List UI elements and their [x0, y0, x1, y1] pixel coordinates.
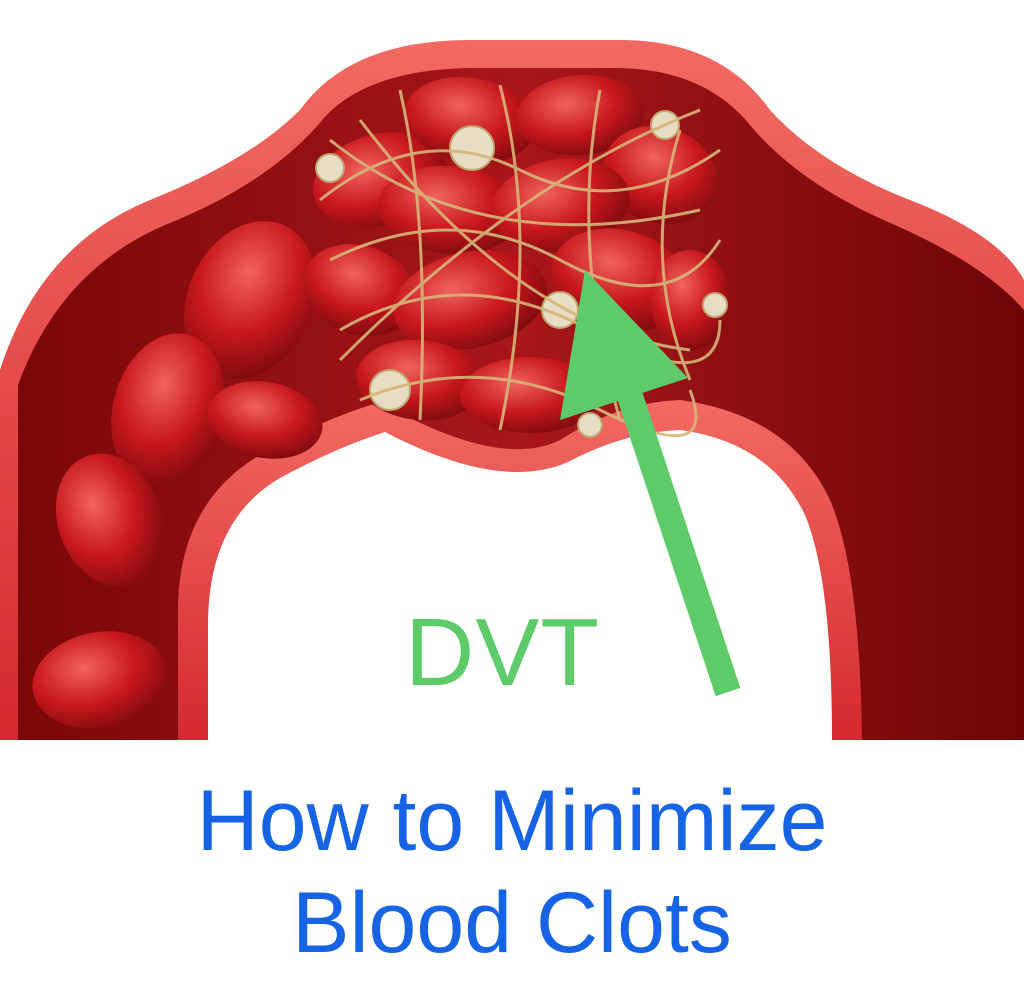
caption: How to Minimize Blood Clots	[0, 770, 1024, 974]
red-blood-cell	[111, 333, 225, 487]
red-blood-cell	[183, 221, 317, 379]
caption-line-1: How to Minimize	[196, 773, 828, 869]
red-blood-cell	[207, 381, 323, 459]
caption-line-2: Blood Clots	[292, 875, 732, 971]
red-blood-cell	[32, 631, 168, 729]
dvt-label: DVT	[405, 599, 600, 706]
red-blood-cells-left	[32, 221, 323, 729]
blood-clot-illustration	[0, 40, 1024, 740]
arrow-icon	[560, 270, 741, 697]
red-blood-cell	[55, 453, 165, 587]
